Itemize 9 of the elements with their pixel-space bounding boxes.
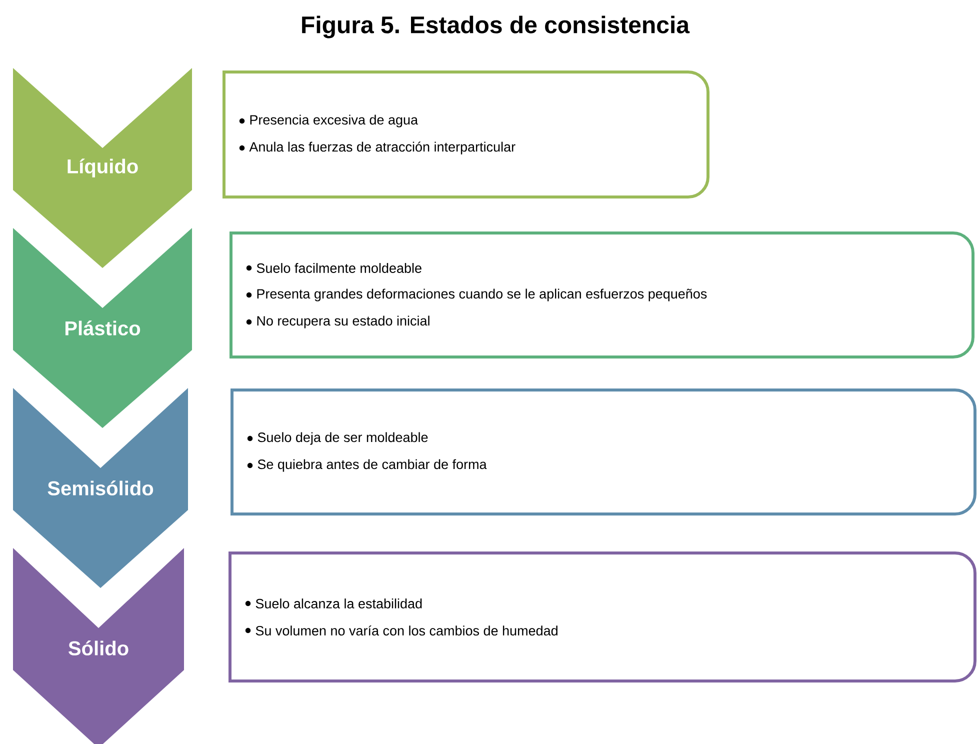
chevron-banner: Plástico: [13, 228, 192, 428]
bullet-list-box: Suelo deja de ser moldeable Se quiebra antes de cambiar de forma: [230, 388, 976, 516]
bullet-list-box: Suelo facilmente moldeable Presenta grandes deformaciones cuando se le aplican esfuerzos pequeños No recupera su estado inicial: [230, 231, 974, 358]
bullet-list-box: Presencia excesiva de agua Anula las fuerzas de atracción interparticular: [222, 70, 710, 198]
chevron-banner: Semisólido: [13, 388, 188, 588]
figure-title: Figura 5. Estados de consistencia: [302, 16, 690, 38]
bullet-list-box: Suelo alcanza la estabilidad Su volumen no varía con los cambios de humedad: [228, 551, 976, 682]
chevron-banner: Sólido: [13, 548, 184, 744]
chevron-banner: Líquido: [13, 68, 192, 268]
